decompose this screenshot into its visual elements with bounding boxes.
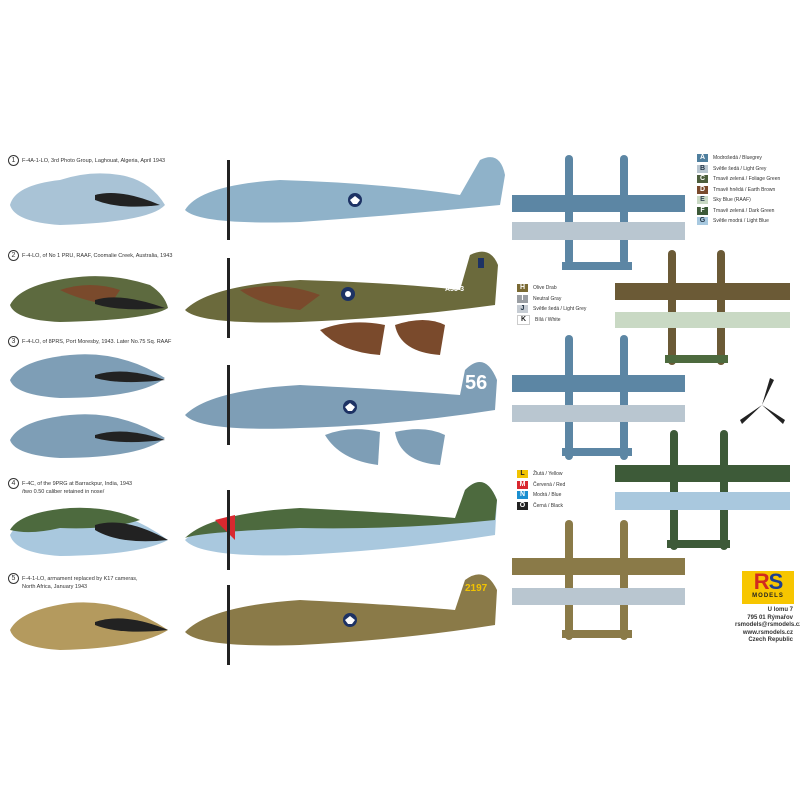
top-view-4 [615,430,790,550]
profile-1 [10,157,505,240]
side-profile-2 [185,251,498,323]
profile-3 [10,354,497,465]
side-profile-1 [185,157,505,223]
side-profile-3 [185,362,497,429]
propeller-detail [740,378,785,424]
top-view-1 [512,155,685,270]
profile-2 [10,251,498,355]
top-view-5 [512,520,685,640]
nose-detail-5 [10,602,168,650]
nose-detail-3a [10,354,165,398]
profile-4 [10,482,497,570]
nose-detail-3b [10,414,165,458]
code-56: 56 [465,372,488,394]
top-view-3 [512,335,685,460]
code-2197: 2197 [465,583,488,594]
propeller [227,160,230,240]
nose-detail-1 [10,173,165,225]
profile-5 [10,574,497,665]
serial-a55-3: A55-3 [445,286,465,293]
side-profile-5 [185,574,497,646]
rs-models-logo: RS MODELS [742,571,794,604]
top-view-2 [615,250,790,365]
